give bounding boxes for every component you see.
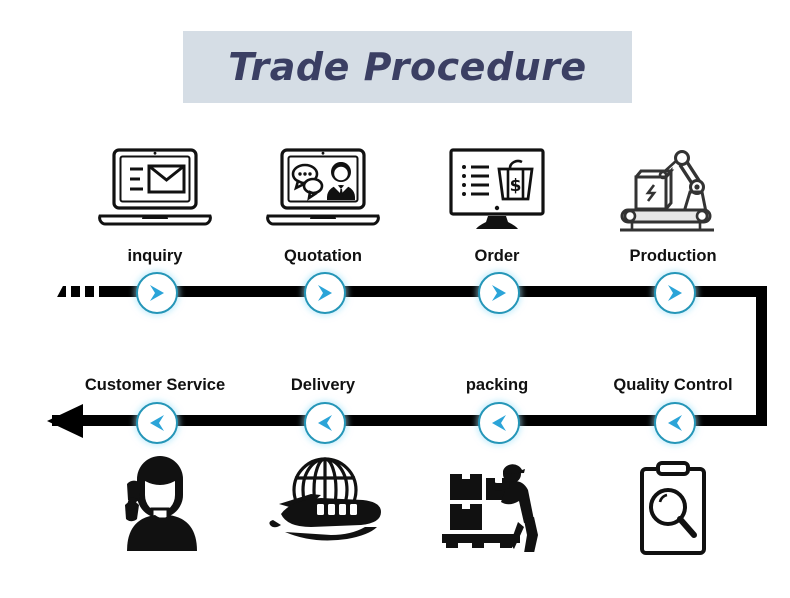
step-label-production: Production bbox=[629, 247, 717, 265]
robot-arm-conveyor-icon bbox=[588, 140, 758, 240]
flow-tail-gap-2 bbox=[80, 284, 85, 299]
chevron-right-icon bbox=[318, 285, 332, 301]
step-packing[interactable]: packing bbox=[412, 375, 582, 552]
step-quality-control[interactable]: Quality Control bbox=[588, 375, 758, 557]
page-title: Trade Procedure bbox=[228, 45, 587, 89]
step-inquiry[interactable]: inquiry bbox=[70, 140, 240, 266]
step-label-quotation: Quotation bbox=[284, 247, 362, 265]
title-banner: Trade Procedure bbox=[183, 31, 632, 103]
laptop-chat-agent-icon bbox=[238, 140, 408, 240]
flow-node-inquiry[interactable] bbox=[136, 272, 178, 314]
step-delivery[interactable]: Delivery bbox=[238, 375, 408, 552]
flow-line-right bbox=[756, 286, 767, 426]
step-label-delivery: Delivery bbox=[290, 376, 356, 394]
flow-line-top bbox=[72, 286, 767, 297]
flow-arrowhead-left bbox=[47, 404, 83, 438]
flow-node-quotation[interactable] bbox=[304, 272, 346, 314]
chevron-right-icon bbox=[150, 285, 164, 301]
step-label-packing: packing bbox=[465, 376, 529, 394]
svg-text:$: $ bbox=[510, 176, 522, 196]
flow-tail-gap-3 bbox=[94, 284, 99, 299]
flow-node-production[interactable] bbox=[654, 272, 696, 314]
step-label-quality-control: Quality Control bbox=[613, 376, 733, 394]
flow-node-order[interactable] bbox=[478, 272, 520, 314]
step-customer-service[interactable]: Customer Service bbox=[70, 375, 240, 551]
clipboard-magnifier-icon bbox=[588, 457, 758, 557]
step-label-inquiry: inquiry bbox=[127, 247, 183, 265]
laptop-envelope-icon bbox=[70, 140, 240, 240]
flow-node-delivery[interactable] bbox=[304, 402, 346, 444]
flow-node-quality-control[interactable] bbox=[654, 402, 696, 444]
chevron-right-icon bbox=[668, 285, 682, 301]
person-telephone-icon bbox=[70, 451, 240, 551]
chevron-left-icon bbox=[318, 415, 332, 431]
chevron-left-icon bbox=[492, 415, 506, 431]
chevron-left-icon bbox=[668, 415, 682, 431]
step-quotation[interactable]: Quotation bbox=[238, 140, 408, 266]
globe-airplane-icon bbox=[238, 452, 408, 552]
chevron-right-icon bbox=[492, 285, 506, 301]
flow-line-bottom bbox=[52, 415, 767, 426]
step-label-order: Order bbox=[474, 247, 520, 265]
chevron-left-icon bbox=[150, 415, 164, 431]
monitor-shopping-bag-icon: $ bbox=[412, 140, 582, 240]
step-production[interactable]: Production bbox=[588, 140, 758, 266]
flow-node-customer-service[interactable] bbox=[136, 402, 178, 444]
worker-boxes-pallet-icon bbox=[412, 452, 582, 552]
step-order[interactable]: $ Order bbox=[412, 140, 582, 266]
step-label-customer-service: Customer Service bbox=[84, 376, 226, 394]
flow-node-packing[interactable] bbox=[478, 402, 520, 444]
flow-tail-gap-1 bbox=[66, 284, 71, 299]
